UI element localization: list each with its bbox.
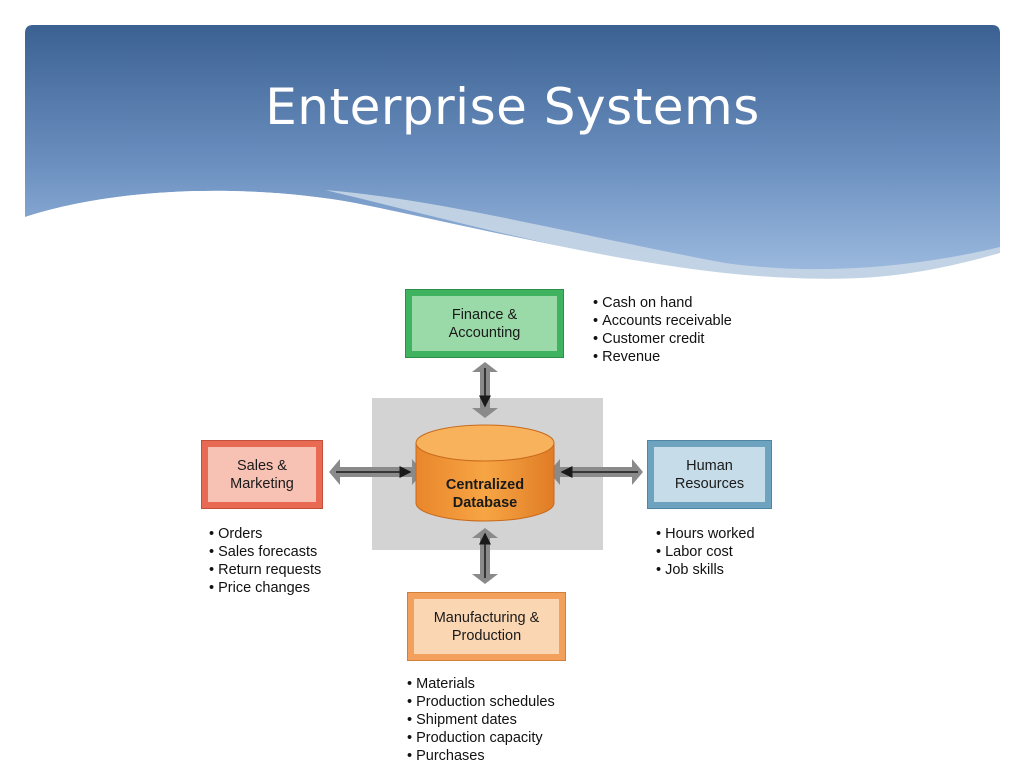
list-item: Job skills [656,561,755,579]
finance-connector-arrow [472,362,498,418]
list-item: Shipment dates [407,711,555,729]
finance-label-line2: Accounting [448,324,521,341]
list-item: Orders [209,525,321,543]
list-item: Accounts receivable [593,312,732,330]
list-item: Customer credit [593,330,732,348]
sales-label-line2: Marketing [230,475,294,492]
list-item: Return requests [209,561,321,579]
manufacturing-label-line2: Production [451,627,522,644]
slide-title: Enterprise Systems [265,78,760,136]
list-item: Hours worked [656,525,754,543]
human-resources-box: Human Resources [647,440,772,509]
list-item: Revenue [593,348,732,366]
list-item: Production schedules [407,693,555,711]
finance-data-list: Cash on hand Accounts receivable Custome… [593,294,732,366]
manufacturing-production-box: Manufacturing & Production [407,592,566,661]
sales-connector-arrow [329,459,423,485]
database-label-line2: Database [452,495,518,511]
sales-marketing-box: Sales & Marketing [201,440,323,509]
hr-connector-arrow [549,459,643,485]
manufacturing-label-line1: Manufacturing & [433,609,540,626]
finance-label-line1: Finance & [451,306,518,323]
list-item: Cash on hand [593,294,732,312]
finance-accounting-box: Finance & Accounting [405,289,564,358]
list-item: Sales forecasts [209,543,321,561]
database-cylinder-icon [415,424,555,522]
title-banner: Enterprise Systems [25,25,1000,295]
hr-data-list: Hours worked Labor cost Job skills [656,525,755,579]
sales-data-list: Orders Sales forecasts Return requests P… [209,525,321,597]
sales-label-line1: Sales & [237,457,287,474]
database-label-line1: Centralized [445,477,525,493]
hr-label-line2: Resources [674,475,745,492]
database-label: Centralized Database [414,476,556,512]
list-item: Price changes [209,579,321,597]
hr-label-line1: Human [686,457,733,474]
list-item: Production capacity [407,729,555,747]
list-item: Materials [407,675,555,693]
manufacturing-data-list: Materials Production schedules Shipment … [407,675,555,765]
list-item: Purchases [407,747,555,765]
list-item: Labor cost [656,543,755,561]
manufacturing-connector-arrow [472,528,498,584]
